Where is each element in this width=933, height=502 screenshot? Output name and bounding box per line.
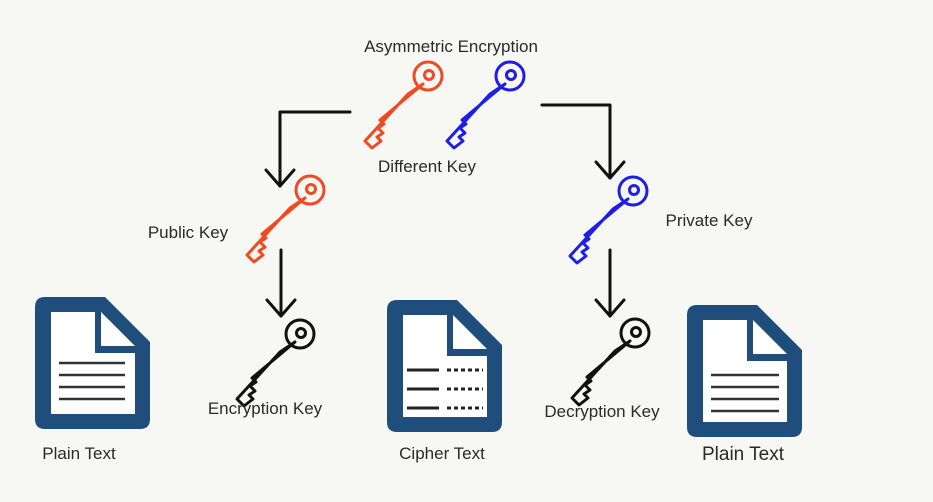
public-key-top-icon bbox=[363, 60, 444, 150]
private-key-label: Private Key bbox=[666, 211, 753, 230]
plain-text-left-label: Plain Text bbox=[42, 444, 116, 463]
cipher-text-label: Cipher Text bbox=[399, 444, 485, 463]
plain-text-left-document-icon bbox=[35, 297, 150, 429]
decryption-key-icon bbox=[570, 317, 651, 407]
public-key-icon bbox=[245, 174, 326, 264]
diagram-title: Asymmetric Encryption bbox=[364, 37, 538, 56]
cipher-text-document-icon bbox=[387, 300, 502, 432]
private-key-top-icon bbox=[445, 60, 526, 150]
arrow-to-public-key bbox=[264, 110, 352, 188]
encryption-key-icon bbox=[235, 318, 316, 408]
arrow-to-private-key bbox=[540, 103, 626, 180]
encryption-key-label: Encryption Key bbox=[208, 399, 323, 418]
arrow-to-decryption-key bbox=[594, 248, 626, 318]
plain-text-right-label: Plain Text bbox=[702, 444, 785, 465]
decryption-key-label: Decryption Key bbox=[544, 402, 660, 421]
different-key-label: Different Key bbox=[378, 157, 476, 176]
arrow-to-encryption-key bbox=[265, 248, 297, 318]
plain-text-right-document-icon bbox=[687, 305, 802, 437]
public-key-label: Public Key bbox=[148, 223, 229, 242]
